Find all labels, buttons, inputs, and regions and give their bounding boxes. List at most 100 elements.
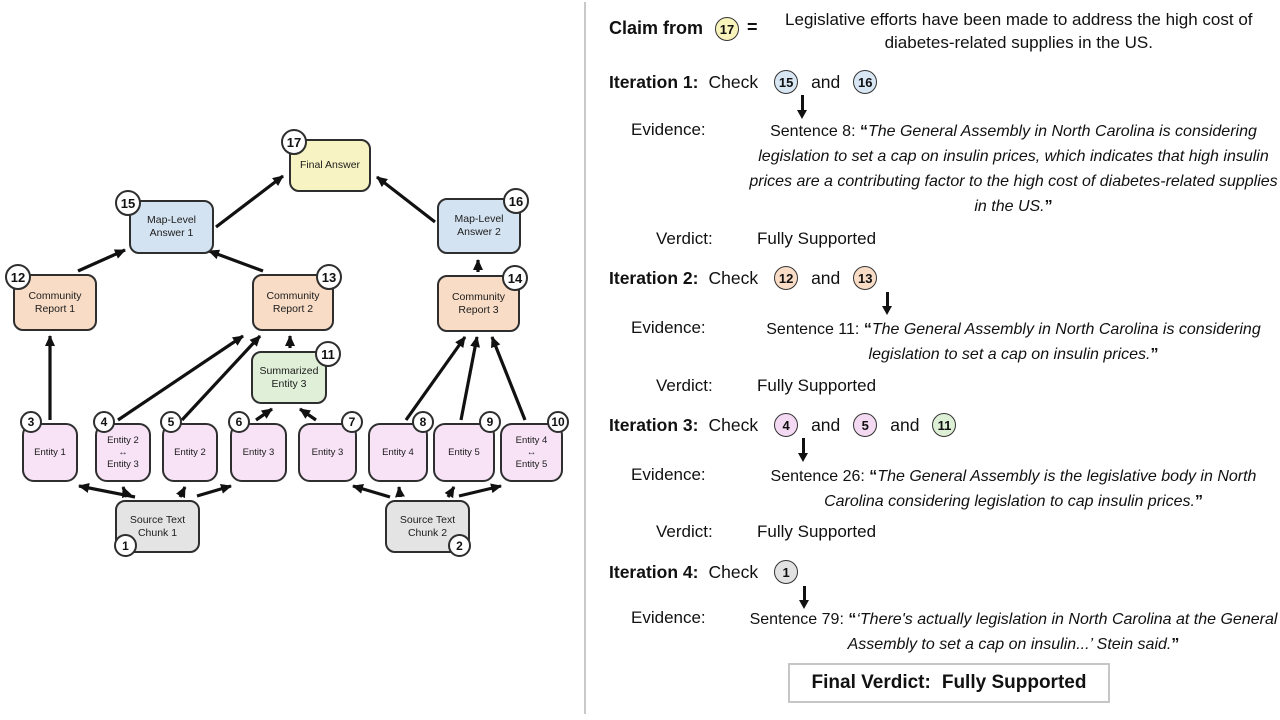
node-number-badge: 7 [341,411,363,433]
node-entity-2-3-relation: 4 Entity 2 ↔ Entity 3 [93,411,151,482]
edge-c2-e10 [458,483,502,498]
evidence-label: Evidence: [631,120,706,139]
node-community-report-1: 12 Community Report 1 [5,264,97,331]
verdict-value: Fully Supported [757,229,877,248]
node-number-badge: 1 [114,534,137,557]
edge-c1-e6 [196,484,232,498]
verdict-label: Verdict: [656,522,713,541]
check-node-badge: 12 [774,266,799,290]
edge-e8-cr3 [404,336,467,421]
edge-e6-se3 [255,407,273,422]
down-arrow [801,95,804,111]
and-word: and [890,414,920,435]
node-label: Map-Level Answer 1 [146,214,197,239]
verdict-row-2: Verdict: Fully Supported [656,376,876,396]
evidence-row-1: Evidence: Sentence 8: “The General Assem… [631,119,1280,219]
evidence-text: Sentence 26: “The General Assembly is th… [741,464,1280,514]
claim-node-badge: 17 [715,17,740,41]
node-number-badge: 12 [5,264,31,290]
verdict-label: Verdict: [656,229,713,248]
node-number-badge: 6 [228,411,250,433]
verdict-value: Fully Supported [757,522,877,541]
edge-cr1-map1 [77,248,126,273]
node-label: Entity 3 [242,446,275,458]
node-entity-5: 9 Entity 5 [433,411,501,482]
edge-c1-e5 [176,486,187,499]
sentence-label: Sentence 79: [749,611,844,628]
check-node-badge: 13 [853,266,878,290]
node-final-answer: 17 Final Answer [281,129,371,192]
open-quote: “ [863,321,872,338]
node-label: Entity 5 [448,446,480,458]
node-source-text-chunk-1: 1 Source Text Chunk 1 [114,500,200,557]
iteration-title: Iteration 1: [609,71,699,92]
node-number-badge: 16 [503,188,529,214]
evidence-quote: The General Assembly in North Carolina i… [868,321,1261,363]
check-node-badge: 16 [853,70,878,94]
check-word: Check [708,267,759,288]
edge-c1-e4 [121,486,132,499]
node-source-text-chunk-2: 2 Source Text Chunk 2 [385,500,471,557]
check-node-badge: 11 [932,413,957,437]
close-quote: ” [1150,346,1159,363]
node-label: Entity 4 [382,446,414,458]
check-node-badge: 15 [774,70,799,94]
edge-c2-e8 [395,486,405,498]
node-label: Map-Level Answer 2 [454,213,504,238]
claim-text: Legislative efforts have been made to ad… [785,10,1253,52]
node-entity-4-5-relation: 10 Entity 4 ↔ Entity 5 [500,411,569,482]
node-map-level-answer-2: 16 Map-Level Answer 2 [437,188,529,254]
edge-e10-cr3 [490,336,527,421]
and-word: and [811,267,841,288]
edge-e7-se3 [299,407,317,422]
verdict-row-1: Verdict: Fully Supported [656,229,876,249]
verification-panel: Claim from 17 = Legislative efforts have… [586,0,1280,720]
evidence-row-3: Evidence: Sentence 26: “The General Asse… [631,464,1280,514]
evidence-quote: ‘There's actually legislation in North C… [847,611,1278,653]
edge-cr2-map1 [208,249,264,273]
node-entity-4: 8 Entity 4 [368,411,434,482]
edge-c2-e7 [352,484,391,499]
check-node-badge: 4 [774,413,799,437]
claim-row: Claim from 17 = Legislative efforts have… [609,8,1274,54]
node-number-badge: 8 [412,411,434,433]
node-number-badge: 3 [20,411,42,433]
claim-label: Claim from [609,18,704,38]
iteration-2-header: Iteration 2: Check 12 and 13 [609,266,878,290]
node-number-badge: 11 [315,341,341,367]
node-label: Community Report 3 [451,290,506,316]
open-quote: “ [859,123,868,140]
equals-sign: = [747,17,758,37]
open-quote: “ [869,468,878,485]
final-verdict-label: Final Verdict: [811,672,931,693]
close-quote: ” [1044,198,1053,215]
node-number-badge: 4 [93,411,115,433]
node-community-report-2: 13 Community Report 2 [252,264,342,331]
evidence-row-2: Evidence: Sentence 11: “The General Asse… [631,317,1280,367]
node-number-badge: 10 [547,411,569,433]
final-verdict-value: Fully Supported [941,672,1087,693]
verdict-value: Fully Supported [757,376,877,395]
node-label: Entity 4 ↔ Entity 5 [515,434,548,470]
edge-e9-cr3 [459,336,481,421]
node-number-badge: 13 [316,264,342,290]
node-number-badge: 17 [281,129,307,155]
node-label: Community Report 2 [266,289,320,315]
down-arrow [886,292,889,307]
down-arrow [803,586,806,601]
node-entity-3a: 6 Entity 3 [228,411,287,482]
node-number-badge: 2 [448,534,471,557]
evidence-label: Evidence: [631,465,706,484]
open-quote: “ [848,611,857,628]
edge-map1-final [215,174,284,229]
node-community-report-3: 14 Community Report 3 [437,265,528,332]
evidence-text: Sentence 8: “The General Assembly in Nor… [741,119,1280,219]
node-entity-3b: 7 Entity 3 [298,411,363,482]
node-label: Community Report 1 [28,289,82,315]
iteration-3-header: Iteration 3: Check 4 and 5 and 11 [609,413,957,437]
evidence-label: Evidence: [631,608,706,627]
iteration-title: Iteration 2: [609,267,699,288]
node-number-badge: 15 [115,190,141,216]
evidence-label: Evidence: [631,318,706,337]
